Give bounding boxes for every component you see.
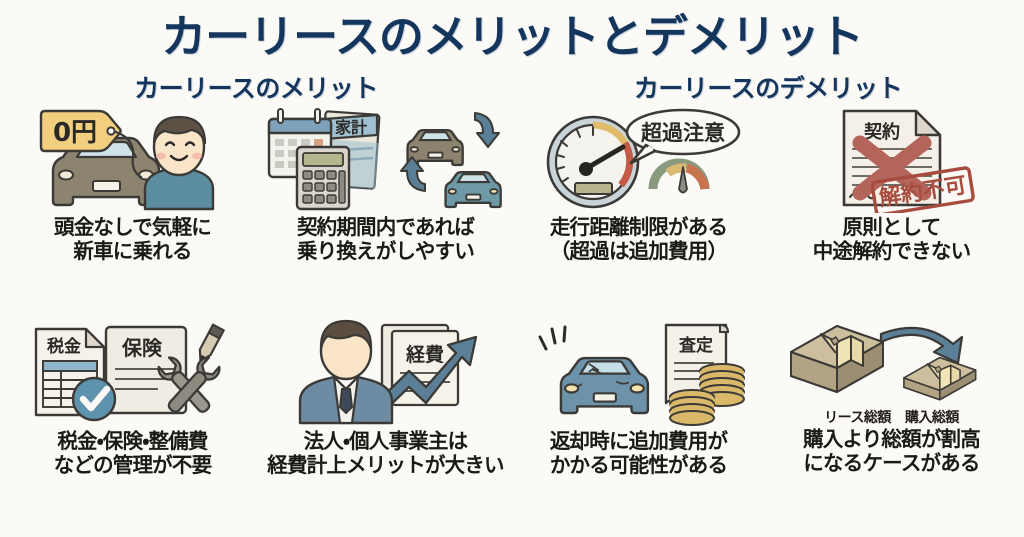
invoice-label: 査定 [678,335,713,356]
speech-bubble-label: 超過注意 [641,121,725,145]
item-mileage-limit: 超過注意 走行距離制限がある （超過は追加費用） [512,105,765,319]
expense-doc-label: 経費 [404,343,443,366]
item-caption: 返却時に追加費用が かかる可能性がある [549,429,728,478]
demerits-column-header: カーリースのデメリット [512,69,1024,105]
item-caption: 頭金なしで気軽に 新車に乗れる [54,215,212,264]
item-no-tax-management: 保険 税金 [6,319,259,533]
item-no-down-payment: 0円 頭金なしで [6,105,259,319]
column-subtitles: カーリースのメリット カーリースのデメリット [0,69,1024,105]
damaged-car-invoice-coins-icon: 査定 [512,319,765,427]
contract-doc-label: 契約 [864,121,900,143]
tax-doc-label: 税金 [47,336,81,357]
item-no-early-cancel: 契約 解約不可 [765,105,1018,319]
items-grid: 0円 頭金なしで [0,105,1024,537]
purchase-total-label: 購入総額 [904,410,960,426]
merits-subtitle: カーリースのメリット [134,74,378,103]
tax-insurance-documents-tools-icon: 保険 税金 [6,319,259,427]
merits-column-header: カーリースのメリット [0,69,512,105]
item-caption: 原則として 中途解約できない [812,215,971,264]
household-book-label: 家計 [334,118,366,137]
page-title: カーリースのメリットとデメリット [161,10,864,63]
item-caption: 走行距離制限がある （超過は追加費用） [549,215,728,264]
item-business-expense: 経費 法人・個人事業主は 経費計上メリットが大 [259,319,512,533]
item-easy-switch: 家計 [259,105,512,319]
insurance-doc-label: 保険 [121,336,163,360]
contract-cancelled-stamp-icon: 契約 解約不可 [765,105,1018,213]
item-caption: 税金・保険・整備費 などの管理が不要 [53,429,212,478]
money-stack-labels: リース総額 購入総額 [824,407,959,427]
item-caption: 購入より総額が割高 になるケースがある [803,427,981,476]
money-stacks-comparison-icon [765,319,1018,409]
calendar-calculator-car-swap-icon: 家計 [259,105,512,213]
speedometer-warning-icon: 超過注意 [512,105,765,213]
item-return-fees: 査定 [512,319,765,533]
businessman-expense-chart-icon: 経費 [259,319,512,427]
price-tag-car-person-icon: 0円 [6,105,259,213]
item-caption: 法人・個人事業主は 経費計上メリットが大きい [267,429,504,478]
price-tag-label: 0円 [53,118,97,148]
lease-total-label: リース総額 [824,410,891,426]
item-total-cost-higher: リース総額 購入総額 購入より総額が割高 になるケースがある [765,319,1018,533]
item-caption: 契約期間内であれば 乗り換えがしやすい [296,215,475,264]
demerits-subtitle: カーリースのデメリット [633,74,903,103]
